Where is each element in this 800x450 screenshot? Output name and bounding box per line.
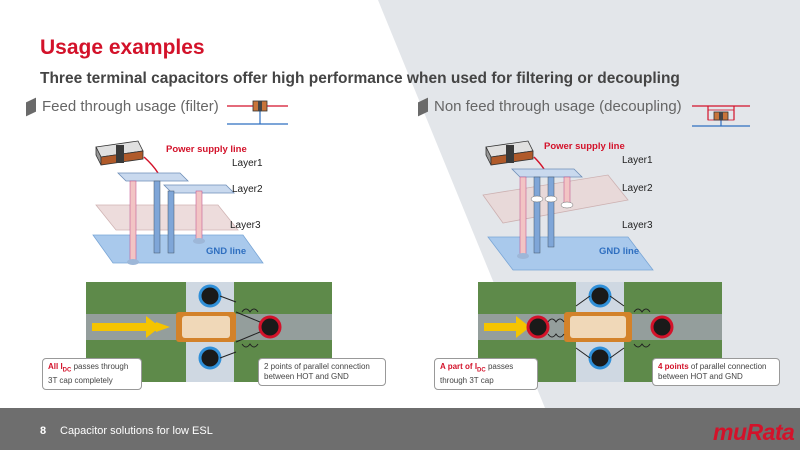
left-callout1-bold: All I bbox=[48, 362, 63, 371]
left-layer1-label: Layer1 bbox=[232, 158, 263, 169]
left-callout2-line1: 2 points of parallel connection bbox=[264, 362, 370, 371]
right-layer3-label: Layer3 bbox=[622, 220, 653, 231]
left-layer2-label: Layer2 bbox=[232, 184, 263, 195]
left-callout-2: 2 points of parallel connection between … bbox=[258, 358, 386, 386]
right-gnd-label: GND line bbox=[599, 246, 640, 257]
left-callout1-line2: 3T cap completely bbox=[48, 375, 113, 385]
right-callout-2: 4 points of parallel connection between … bbox=[652, 358, 780, 386]
right-layer-diagram bbox=[482, 140, 654, 271]
right-callout2-line2: between HOT and GND bbox=[658, 372, 743, 381]
left-callout2-line2: between HOT and GND bbox=[264, 372, 349, 381]
right-heading-text: Non feed through usage (decoupling) bbox=[434, 98, 682, 115]
murata-logo: muRata bbox=[713, 419, 795, 445]
left-layer-diagram bbox=[92, 140, 264, 265]
page-subtitle: Three terminal capacitors offer high per… bbox=[40, 70, 680, 87]
right-callout-1: A part of IDC passes through 3T cap bbox=[434, 358, 538, 390]
left-callout-1: All IDC passes through 3T cap completely bbox=[42, 358, 142, 390]
right-callout1-bold: A part of I bbox=[440, 362, 478, 371]
left-callout1-line1: passes through bbox=[71, 362, 129, 371]
left-power-label: Power supply line bbox=[166, 144, 247, 155]
bullet-icon bbox=[26, 97, 36, 116]
right-section-heading: Non feed through usage (decoupling) bbox=[418, 97, 682, 116]
page-number: 8 bbox=[40, 425, 47, 437]
right-power-label: Power supply line bbox=[544, 141, 625, 152]
left-gnd-label: GND line bbox=[206, 246, 247, 257]
bullet-icon bbox=[418, 97, 428, 116]
right-layer2-label: Layer2 bbox=[622, 183, 653, 194]
right-callout1-line2: through 3T cap bbox=[440, 375, 494, 385]
left-callout1-sub: DC bbox=[62, 367, 72, 374]
right-callout2-line1: of parallel connection bbox=[688, 362, 767, 371]
footer-bar bbox=[0, 408, 800, 450]
page-title: Usage examples bbox=[40, 36, 205, 59]
right-callout1-sub: DC bbox=[477, 367, 486, 374]
right-layer1-label: Layer1 bbox=[622, 155, 653, 166]
footer-text: Capacitor solutions for low ESL bbox=[60, 425, 213, 437]
left-heading-text: Feed through usage (filter) bbox=[42, 98, 219, 115]
left-layer3-label: Layer3 bbox=[230, 220, 261, 231]
left-section-heading: Feed through usage (filter) bbox=[26, 97, 219, 116]
right-callout1-line1: passes bbox=[485, 362, 514, 371]
filter-schematic-icon bbox=[227, 100, 288, 125]
right-callout2-bold: 4 points bbox=[658, 362, 689, 371]
decoupling-schematic-icon bbox=[692, 105, 750, 127]
